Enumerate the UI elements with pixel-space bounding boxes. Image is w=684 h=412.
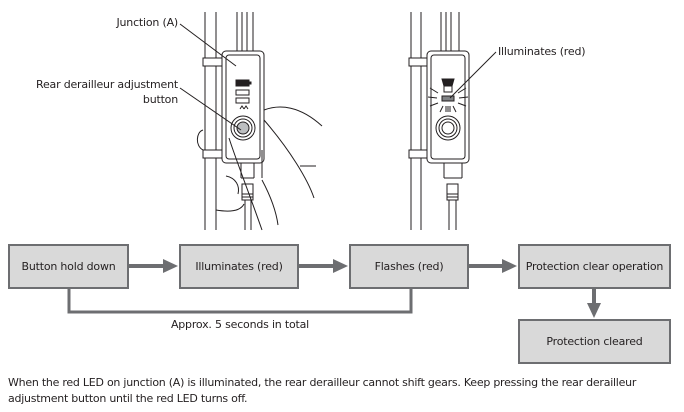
flow-step-flashes: Flashes (red): [349, 244, 469, 289]
arrow-step1-to-step2: [129, 259, 178, 273]
flow-step-illuminates: Illuminates (red): [179, 244, 299, 289]
footer-note: When the red LED on junction (A) is illu…: [8, 376, 637, 405]
right-junction-illustration: [408, 12, 497, 230]
flow-step-label: Button hold down: [21, 260, 116, 273]
arrow-step4-to-step5: [587, 289, 601, 318]
flow-step-button-hold-down: Button hold down: [8, 244, 129, 289]
flow-step-label: Illuminates (red): [195, 260, 283, 273]
arrow-step2-to-step3: [299, 259, 348, 273]
adjustment-button-label-line1: Rear derailleur adjustment: [36, 78, 178, 91]
duration-label: Approx. 5 seconds in total: [170, 318, 310, 331]
flow-step-label: Protection cleared: [546, 335, 643, 348]
junction-a-body-illuminated: [426, 50, 470, 164]
junction-a-body: [221, 50, 265, 164]
left-junction-illustration: [179, 12, 323, 231]
flow-step-label: Protection clear operation: [525, 260, 664, 273]
flow-step-protection-cleared: Protection cleared: [518, 319, 671, 364]
illuminates-red-label: Illuminates (red): [498, 45, 586, 58]
duration-bracket: [67, 289, 413, 314]
junction-illustrations: [179, 12, 497, 231]
adjustment-button-label-line2: button: [142, 93, 178, 106]
flow-step-label: Flashes (red): [374, 260, 444, 273]
arrow-step3-to-step4: [469, 259, 517, 273]
junction-a-label: Junction (A): [116, 16, 178, 29]
flow-step-protection-clear-operation: Protection clear operation: [518, 244, 671, 289]
